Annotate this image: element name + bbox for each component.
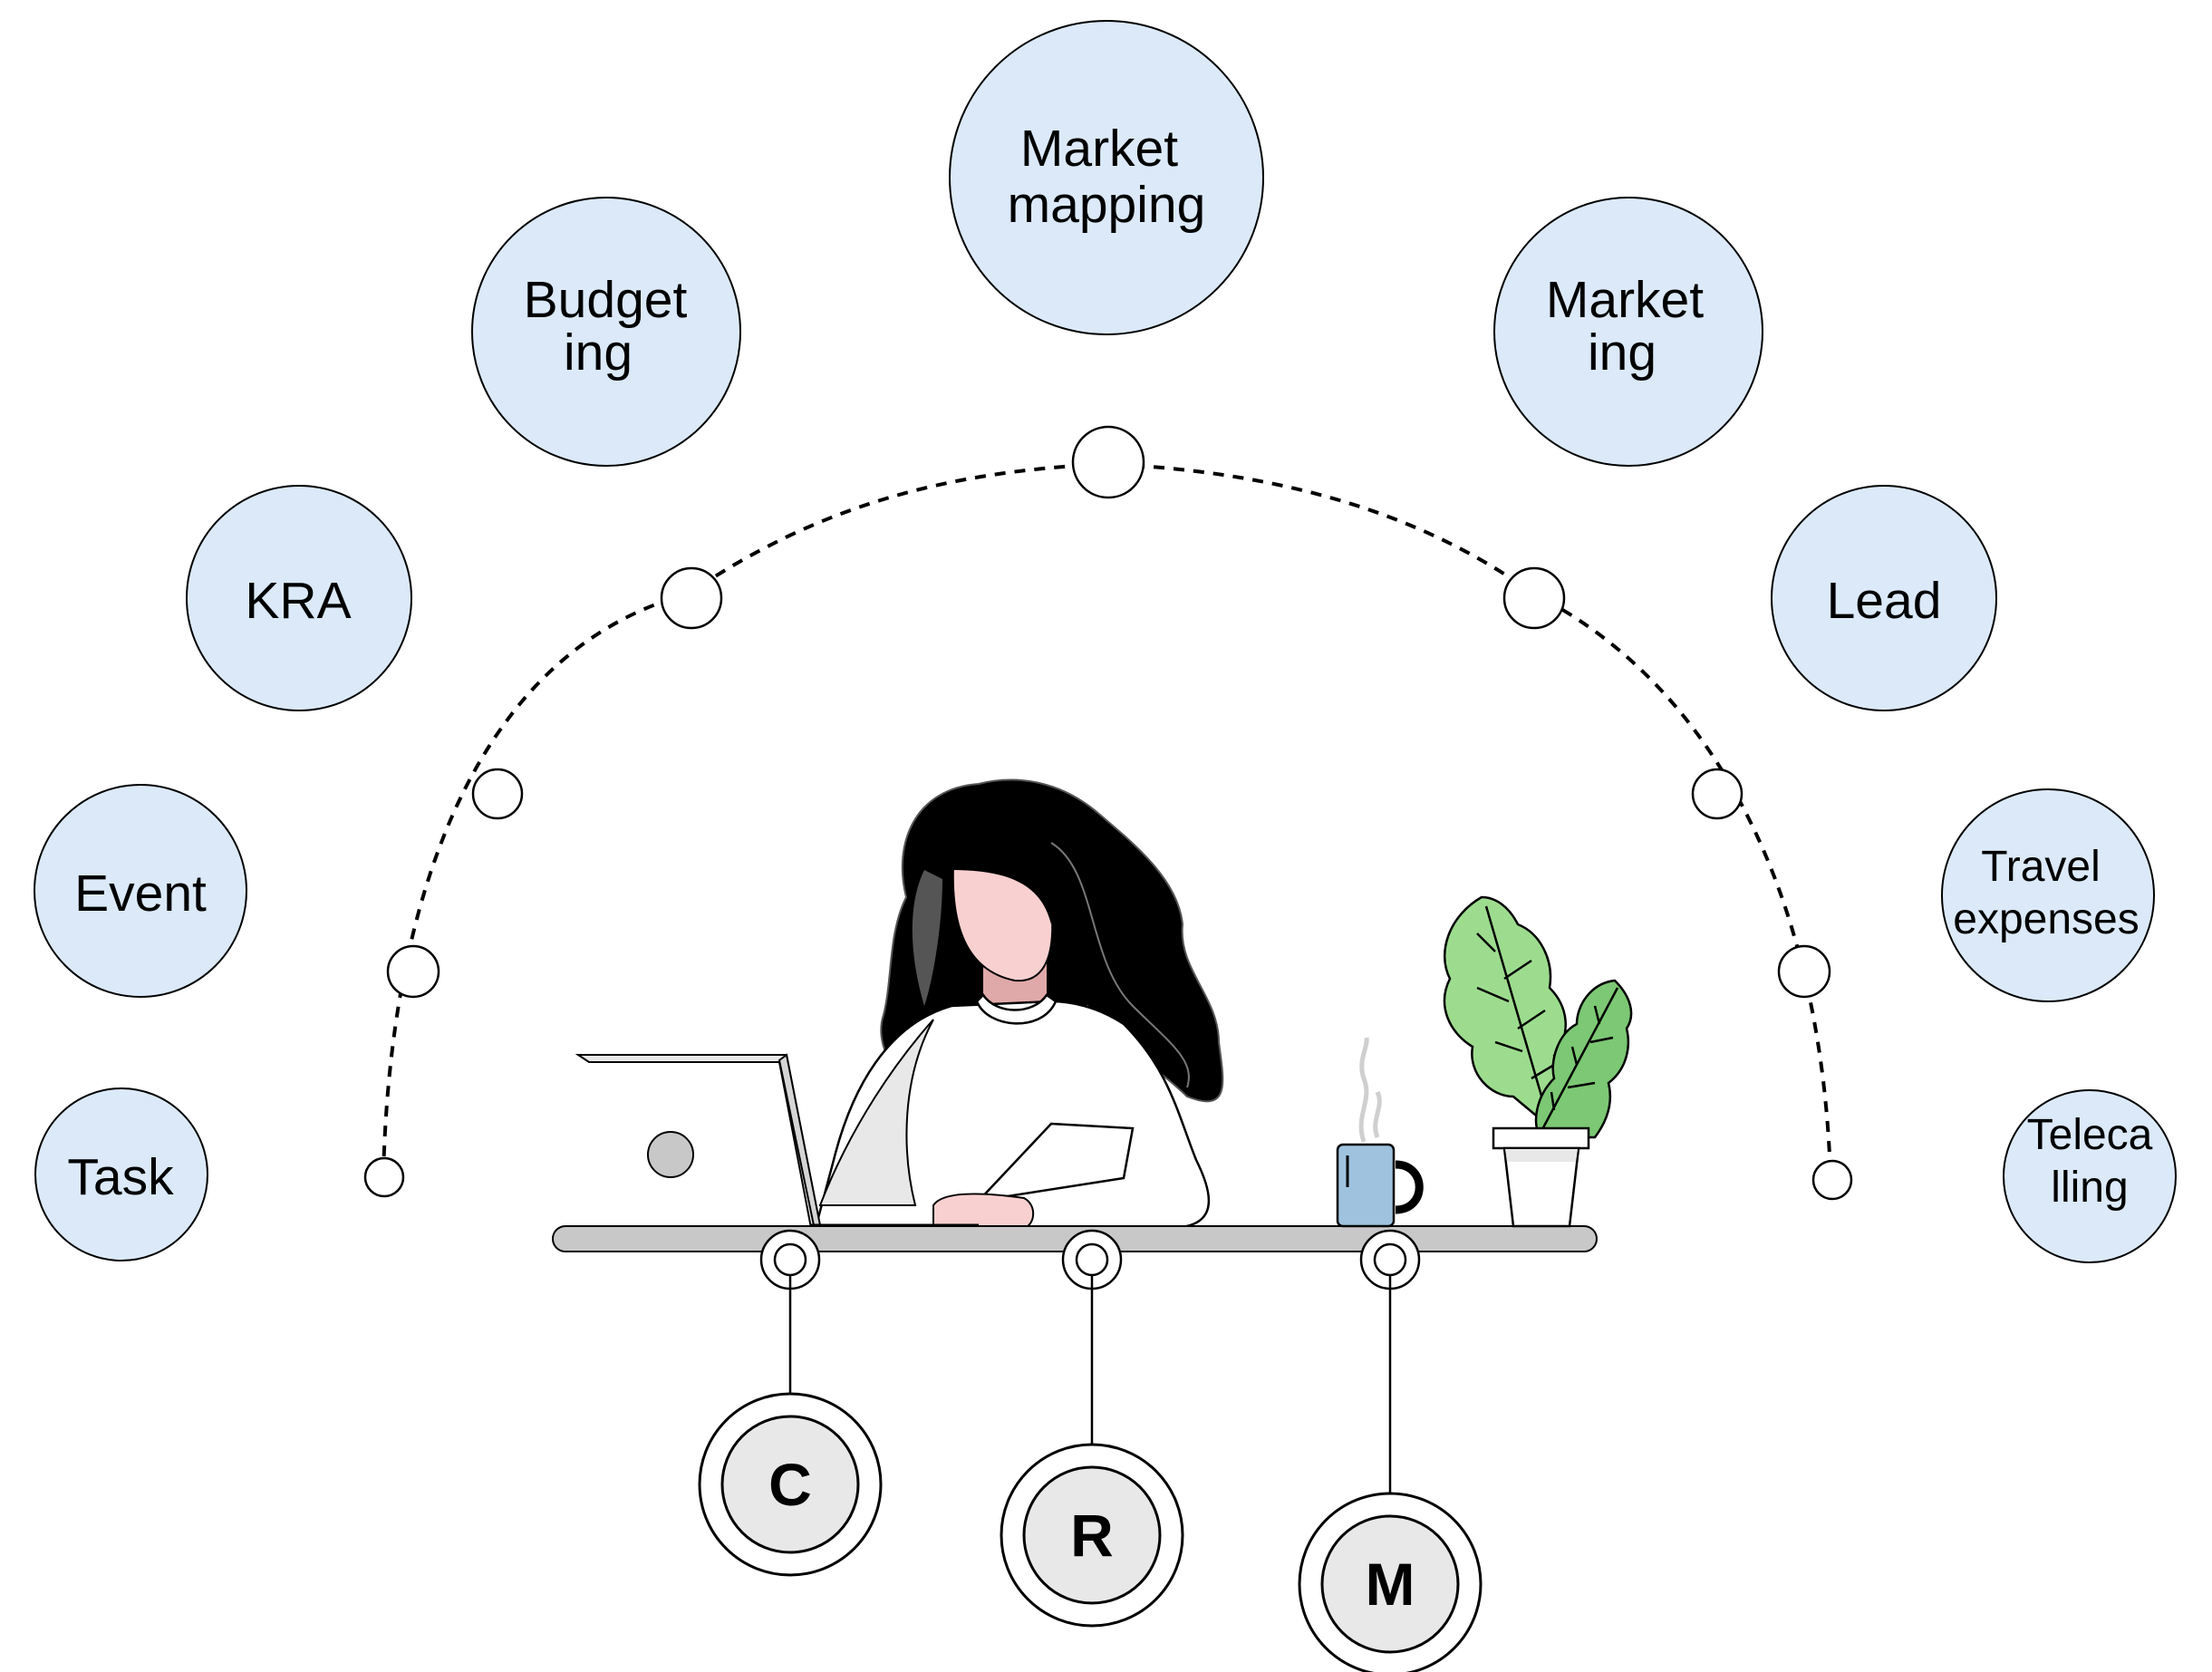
bubble-marketing: Market ing xyxy=(1493,197,1763,467)
arc-node xyxy=(363,1156,405,1198)
bubble-label: Task xyxy=(67,1148,174,1206)
bubble-task: Task xyxy=(34,1087,208,1261)
bubble-market-mapping: Market mapping xyxy=(949,20,1264,335)
mug-handle xyxy=(1395,1160,1424,1214)
arc-node xyxy=(386,944,440,999)
bubble-label: ing xyxy=(1588,324,1657,382)
arc-node xyxy=(471,768,524,820)
crm-letter: R xyxy=(1070,1502,1114,1569)
bubble-budgeting: Budget ing xyxy=(471,197,741,467)
bubble-label: mapping xyxy=(1008,176,1206,234)
bubble-event: Event xyxy=(34,784,247,998)
sweater-shade xyxy=(818,1019,934,1206)
arc-node xyxy=(660,566,723,630)
woman-illustration xyxy=(814,778,1224,1230)
bubble-label: Market xyxy=(1546,271,1704,329)
crm-pendant-m: M xyxy=(1298,1229,1483,1672)
crm-letter: M xyxy=(1366,1551,1415,1618)
crm-pendant-c: C xyxy=(698,1229,883,1577)
crm-letter: C xyxy=(768,1451,812,1518)
bubble-lead: Lead xyxy=(1771,485,1997,711)
bubble-label: KRA xyxy=(245,572,351,630)
bubble-label: expenses xyxy=(1953,895,2139,943)
arc-node xyxy=(1777,944,1831,999)
pot-shade xyxy=(1505,1149,1578,1162)
bubble-label: Lead xyxy=(1827,572,1942,630)
steam-icon xyxy=(1373,1090,1382,1138)
hair-strand xyxy=(1050,842,1190,1088)
arc-node xyxy=(1502,566,1566,630)
leaf-vein xyxy=(1476,905,1555,1125)
bubble-label: Market xyxy=(1020,120,1178,178)
mug-body xyxy=(1336,1143,1396,1228)
arm xyxy=(975,1122,1135,1203)
bubble-label: Event xyxy=(74,865,207,923)
hair-fringe xyxy=(951,822,1061,924)
pot-body xyxy=(1502,1146,1580,1228)
hair-shadow xyxy=(912,870,942,1006)
bubble-telecalling: Teleca lling xyxy=(2003,1089,2177,1263)
bubble-label: Budget xyxy=(524,271,688,329)
bubble-label: Teleca xyxy=(2027,1111,2153,1159)
arc-nodes xyxy=(363,425,1853,1201)
steam-icon xyxy=(1358,1037,1369,1143)
collar xyxy=(975,993,1058,1025)
plant xyxy=(1443,895,1633,1228)
leaf-vein xyxy=(1539,987,1619,1134)
bubble-label: Travel xyxy=(1981,843,2101,891)
arc-node xyxy=(1071,425,1145,499)
crm-pendant-r: R xyxy=(1000,1229,1184,1628)
pot-rim xyxy=(1492,1126,1590,1150)
coffee-mug xyxy=(1336,1037,1424,1228)
bubble-label: ing xyxy=(564,324,633,382)
laptop-logo-icon xyxy=(647,1131,694,1178)
arc-node xyxy=(1691,768,1744,820)
bubble-kra: KRA xyxy=(186,485,412,711)
arc-node xyxy=(1811,1159,1853,1201)
hand xyxy=(932,1193,1035,1229)
bubble-label: lling xyxy=(2051,1164,2128,1212)
bubble-travel-expenses: Travel expenses xyxy=(1941,788,2155,1002)
